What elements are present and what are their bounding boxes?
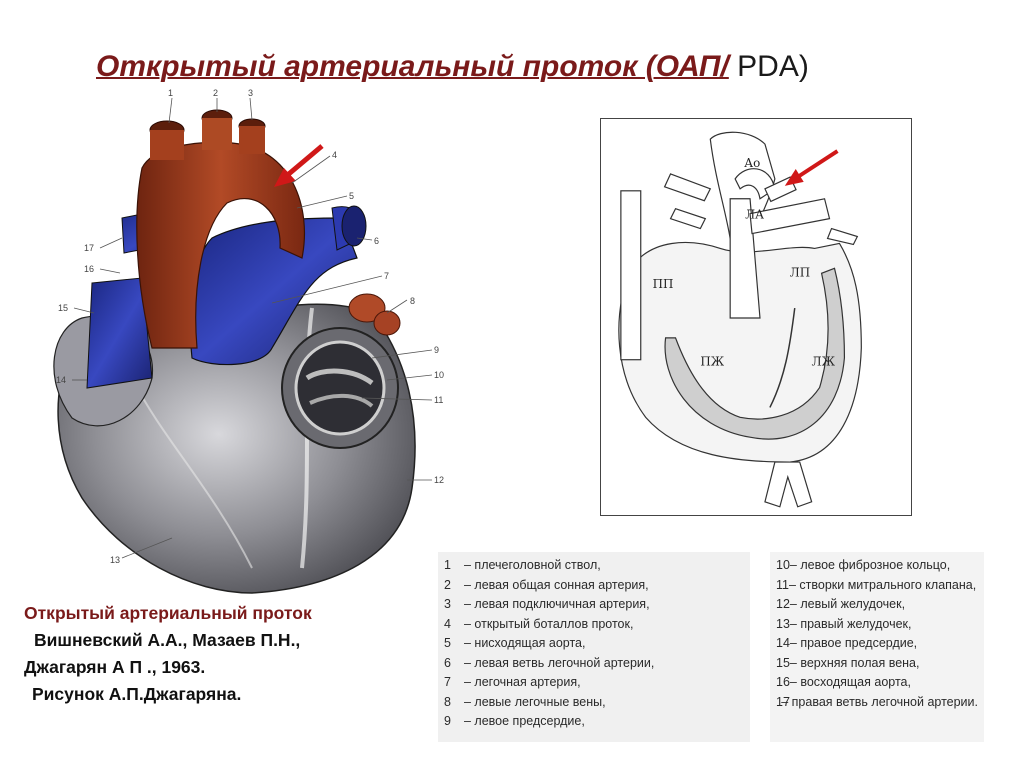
legend-item: 8 – левые легочные вены, — [444, 693, 744, 713]
legend-item: 2 – левая общая сонная артерия, — [444, 576, 744, 596]
legend-text: – левые легочные вены, — [464, 694, 606, 709]
credit-line-2: Вишневский А.А., Мазаев П.Н., — [34, 630, 301, 650]
legend-item: 1 – плечеголовной ствол, — [444, 556, 744, 576]
legend-text: – правый желудочек, — [789, 616, 912, 631]
svc-shape — [86, 277, 153, 389]
schema-label-la: ЛА — [745, 208, 764, 222]
callout-2: 2 — [213, 88, 218, 98]
callout-7: 7 — [384, 271, 389, 281]
legend-num: 11 — [776, 577, 789, 592]
legend-item: 13 – правый желудочек, — [776, 615, 978, 635]
legend-text: – левая подключичная артерия, — [464, 597, 650, 611]
callout-6: 6 — [374, 236, 379, 246]
legend-num: 5 — [444, 636, 451, 650]
legend-item: 14 – правое предсердие, — [776, 634, 978, 654]
legend-num: 16 — [776, 675, 790, 689]
callout-17: 17 — [84, 243, 94, 253]
legend-num: 9 — [444, 714, 451, 728]
credit-line-4: Рисунок А.П.Джагаряна. — [32, 684, 242, 704]
schematic-svg: Ао ЛА ПП ЛП ПЖ ЛЖ — [618, 131, 862, 508]
legend-text: – створки митрального клапана, — [788, 577, 977, 592]
legend-item: 4 – открытый боталлов проток, — [444, 615, 744, 635]
legend-item: 7 – легочная артерия, — [444, 673, 744, 693]
legend-text: – легочная артерия, — [464, 675, 581, 689]
title-tail: PDA) — [728, 50, 809, 83]
callout-12: 12 — [434, 475, 444, 485]
ductus-arrow — [274, 144, 324, 187]
callout-8: 8 — [410, 296, 415, 306]
legend-item: 5 – нисходящая аорта, — [444, 634, 744, 654]
legend-text: – верхняя полая вена, — [789, 655, 920, 670]
legend-num: 2 — [444, 577, 451, 592]
schematic-diagram: Ао ЛА ПП ЛП ПЖ ЛЖ — [600, 118, 912, 516]
legend-text: – левое фиброзное кольцо, — [789, 558, 951, 572]
legend-text: – правое предсердие, — [789, 636, 918, 650]
legend-text: – плечеголовной ствол, — [464, 558, 601, 572]
legend-num: 6 — [444, 655, 451, 670]
legend-item: 17 – правая ветвь легочной артерии. — [776, 693, 978, 713]
callout-11: 11 — [434, 395, 443, 405]
legend-item: 16 – восходящая аорта, — [776, 673, 978, 693]
callout-14: 14 — [56, 375, 66, 385]
credit-line-3: Джагарян А П ., 1963. — [24, 657, 206, 677]
schema-label-pp: ПП — [653, 277, 674, 291]
legend-num: 7 — [444, 675, 451, 689]
heart-illustration: 1 2 3 4 5 6 7 8 9 10 11 12 13 14 15 16 1… — [12, 88, 494, 602]
legend-text: – левая ветвь легочной артерии, — [464, 655, 655, 670]
schema-label-ao: Ао — [744, 156, 760, 170]
title-main: Открытый артериальный проток (ОАП/ — [96, 50, 729, 83]
page-title: Открытый артериальный проток (ОАП/ PDA) — [96, 50, 956, 84]
legend-text: – нисходящая аорта, — [464, 636, 586, 650]
callout-13: 13 — [110, 555, 120, 565]
schema-label-lzh: ЛЖ — [812, 355, 836, 369]
legend-text: – восходящая аорта, — [789, 675, 911, 689]
schema-label-lp: ЛП — [790, 265, 810, 279]
legend-num: 14 — [776, 636, 790, 650]
legend-num: 12 — [776, 597, 790, 611]
legend-item: 10 – левое фиброзное кольцо, — [776, 556, 978, 576]
legend-num: 13 — [776, 616, 790, 631]
schema-label-pzh: ПЖ — [700, 355, 724, 369]
legend-text: – левое предсердие, — [464, 714, 585, 728]
legend-right: 10 – левое фиброзное кольцо, 11 – створк… — [770, 552, 984, 742]
callout-9: 9 — [434, 345, 439, 355]
credit-line-1: Открытый артериальный проток — [24, 603, 312, 623]
legend-text: – левая общая сонная артерия, — [464, 577, 649, 592]
callout-5: 5 — [349, 191, 354, 201]
callout-4: 4 — [332, 150, 337, 160]
legend-item: 11 – створки митрального клапана, — [776, 576, 978, 596]
legend-num: 3 — [444, 597, 451, 611]
legend-item: 12 – левый желудочек, — [776, 595, 978, 615]
legend-item: 6 – левая ветвь легочной артерии, — [444, 654, 744, 674]
figure-credit: Открытый артериальный проток Вишневский … — [24, 600, 444, 708]
callout-15: 15 — [58, 303, 68, 313]
legend-item: 9 – левое предсердие, — [444, 712, 744, 732]
heart-svg: 1 2 3 4 5 6 7 8 9 10 11 12 13 14 15 16 1… — [53, 88, 444, 594]
legend-num: 10 — [776, 558, 790, 572]
legend-num: 15 — [776, 655, 790, 670]
legend-text: – правая ветвь легочной артерии. — [781, 694, 978, 709]
legend-text: – левый желудочек, — [789, 597, 906, 611]
callout-10: 10 — [434, 370, 444, 380]
legend-num: 8 — [444, 694, 451, 709]
legend-text: – открытый боталлов проток, — [464, 616, 634, 631]
schema-ductus-arrow — [784, 149, 839, 186]
callout-3: 3 — [248, 88, 253, 98]
callout-16: 16 — [84, 264, 94, 274]
callout-1: 1 — [168, 88, 173, 98]
legend-item: 15 – верхняя полая вена, — [776, 654, 978, 674]
legend-item: 3 – левая подключичная артерия, — [444, 595, 744, 615]
legend-num: 1 — [444, 558, 451, 572]
legend-left: 1 – плечеголовной ствол, 2 – левая общая… — [438, 552, 750, 742]
legend-num: 4 — [444, 616, 451, 631]
